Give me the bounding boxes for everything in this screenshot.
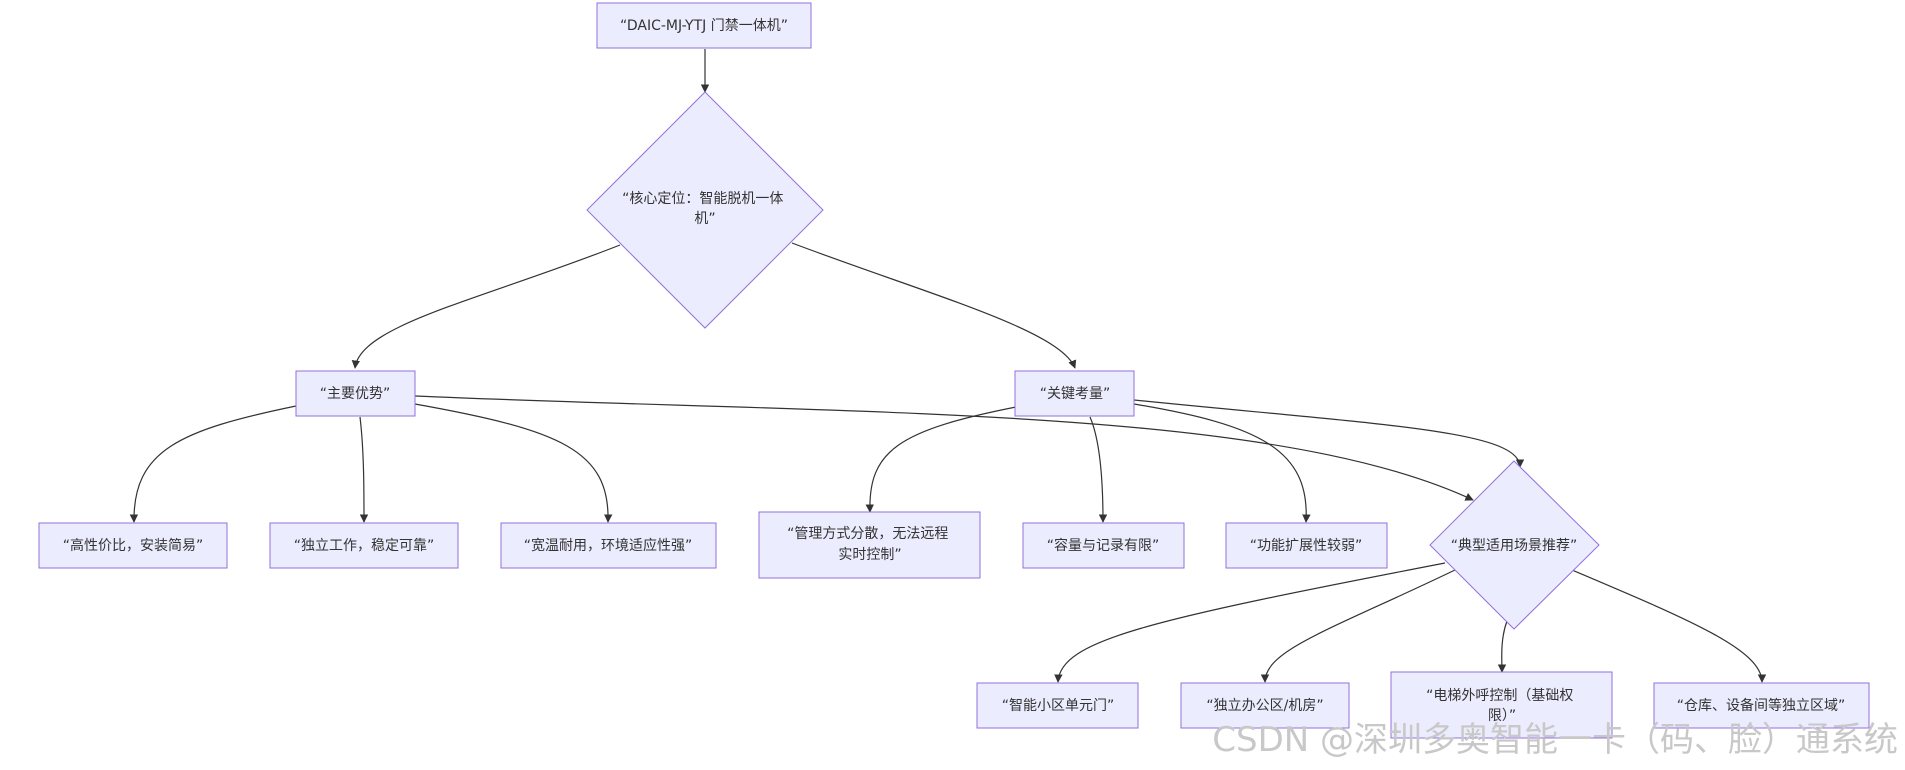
- node-scenarios: “典型适用场景推荐”: [1429, 460, 1600, 630]
- edge-considerations-scenarios: [1133, 399, 1525, 468]
- edge-core-advantages: [351, 244, 621, 369]
- svg-text:“功能扩展性较弱”: “功能扩展性较弱”: [1250, 538, 1363, 554]
- edge-scenarios-sc1: [1054, 562, 1446, 683]
- node-con2-label: “容量与记录有限”: [1047, 537, 1160, 554]
- node-con1-label-line1: “管理方式分散，无法远程: [787, 526, 948, 542]
- edge-advantages-scenarios: [414, 395, 1474, 501]
- node-sc4-label: “仓库、设备间等独立区域”: [1677, 697, 1846, 714]
- svg-text:“仓库、设备间等独立区域”: “仓库、设备间等独立区域”: [1677, 697, 1846, 714]
- edge-considerations-con2: [1089, 416, 1108, 523]
- node-con1-label-line2: 实时控制”: [838, 547, 901, 563]
- node-scenario-elevator: “电梯外呼控制（基础权 限）”: [1390, 671, 1613, 739]
- node-core-label-line2: 机”: [694, 211, 715, 227]
- node-consideration-extensibility: “功能扩展性较弱”: [1225, 522, 1388, 569]
- svg-text:“容量与记录有限”: “容量与记录有限”: [1047, 537, 1160, 554]
- node-core-positioning: “核心定位：智能脱机一体 机”: [586, 91, 824, 329]
- node-advantage-cost: “高性价比，安装简易”: [38, 522, 228, 569]
- edge-scenarios-sc3: [1497, 620, 1508, 673]
- node-adv3-label: “宽温耐用，环境适应性强”: [524, 537, 693, 554]
- node-adv1-label: “高性价比，安装简易”: [63, 537, 204, 554]
- node-scenario-community: “智能小区单元门”: [976, 682, 1139, 729]
- node-adv2-label: “独立工作，稳定可靠”: [294, 538, 435, 554]
- svg-text:“管理方式分散，无法远程 实时控制”: “管理方式分散，无法远程 实时控制”: [787, 526, 953, 563]
- svg-text:“独立办公区/机房”: “独立办公区/机房”: [1206, 698, 1323, 714]
- node-key-considerations: “关键考量”: [1014, 370, 1135, 417]
- node-consideration-capacity: “容量与记录有限”: [1022, 522, 1185, 569]
- svg-text:“核心定位：智能脱机一体 机”: “核心定位：智能脱机一体 机”: [622, 191, 788, 227]
- svg-text:“电梯外呼控制（基础权 限）”: “电梯外呼控制（基础权 限）”: [1426, 687, 1578, 724]
- svg-text:“智能小区单元门”: “智能小区单元门”: [1002, 698, 1115, 714]
- svg-text:“主要优势”: “主要优势”: [320, 386, 391, 402]
- node-root-label: “DAIC-MJ-YTJ 门禁一体机”: [620, 18, 788, 34]
- edge-scenarios-sc2: [1260, 569, 1456, 683]
- node-con3-label: “功能扩展性较弱”: [1250, 538, 1363, 554]
- node-sc3-label-line2: 限）”: [1488, 708, 1516, 724]
- node-consideration-management: “管理方式分散，无法远程 实时控制”: [758, 511, 981, 579]
- edge-considerations-con1: [865, 406, 1017, 513]
- edge-scenarios-sc4: [1571, 569, 1767, 683]
- svg-text:“典型适用场景推荐”: “典型适用场景推荐”: [1451, 538, 1578, 554]
- edge-advantages-adv3: [414, 403, 613, 523]
- node-main-advantages: “主要优势”: [295, 370, 416, 417]
- edges: [129, 49, 1767, 683]
- node-advantages-label: “主要优势”: [320, 386, 391, 402]
- node-scenarios-label: “典型适用场景推荐”: [1451, 538, 1578, 554]
- node-scenario-office: “独立办公区/机房”: [1180, 682, 1350, 729]
- edge-advantages-adv2: [359, 416, 369, 523]
- node-sc1-label: “智能小区单元门”: [1002, 698, 1115, 714]
- edge-core-considerations: [791, 242, 1077, 369]
- node-root: “DAIC-MJ-YTJ 门禁一体机”: [596, 2, 812, 49]
- node-advantage-durable: “宽温耐用，环境适应性强”: [500, 522, 717, 569]
- svg-text:“高性价比，安装简易”: “高性价比，安装简易”: [63, 537, 204, 554]
- svg-text:“独立工作，稳定可靠”: “独立工作，稳定可靠”: [294, 538, 435, 554]
- node-scenario-warehouse: “仓库、设备间等独立区域”: [1653, 682, 1870, 729]
- svg-text:“宽温耐用，环境适应性强”: “宽温耐用，环境适应性强”: [524, 537, 693, 554]
- edge-considerations-con3: [1133, 403, 1311, 523]
- svg-text:“关键考量”: “关键考量”: [1040, 386, 1111, 402]
- svg-text:“DAIC-MJ-YTJ 门禁一体机”: “DAIC-MJ-YTJ 门禁一体机”: [620, 18, 788, 34]
- watermark: CSDN @深圳多奥智能一卡（码、脸）通系统: [1212, 720, 1898, 760]
- node-core-label-line1: “核心定位：智能脱机一体: [622, 191, 783, 207]
- node-sc3-label-line1: “电梯外呼控制（基础权: [1426, 687, 1573, 704]
- edge-advantages-adv1: [129, 405, 297, 523]
- node-considerations-label: “关键考量”: [1040, 386, 1111, 402]
- node-sc2-label: “独立办公区/机房”: [1206, 698, 1323, 714]
- node-advantage-standalone: “独立工作，稳定可靠”: [269, 522, 459, 569]
